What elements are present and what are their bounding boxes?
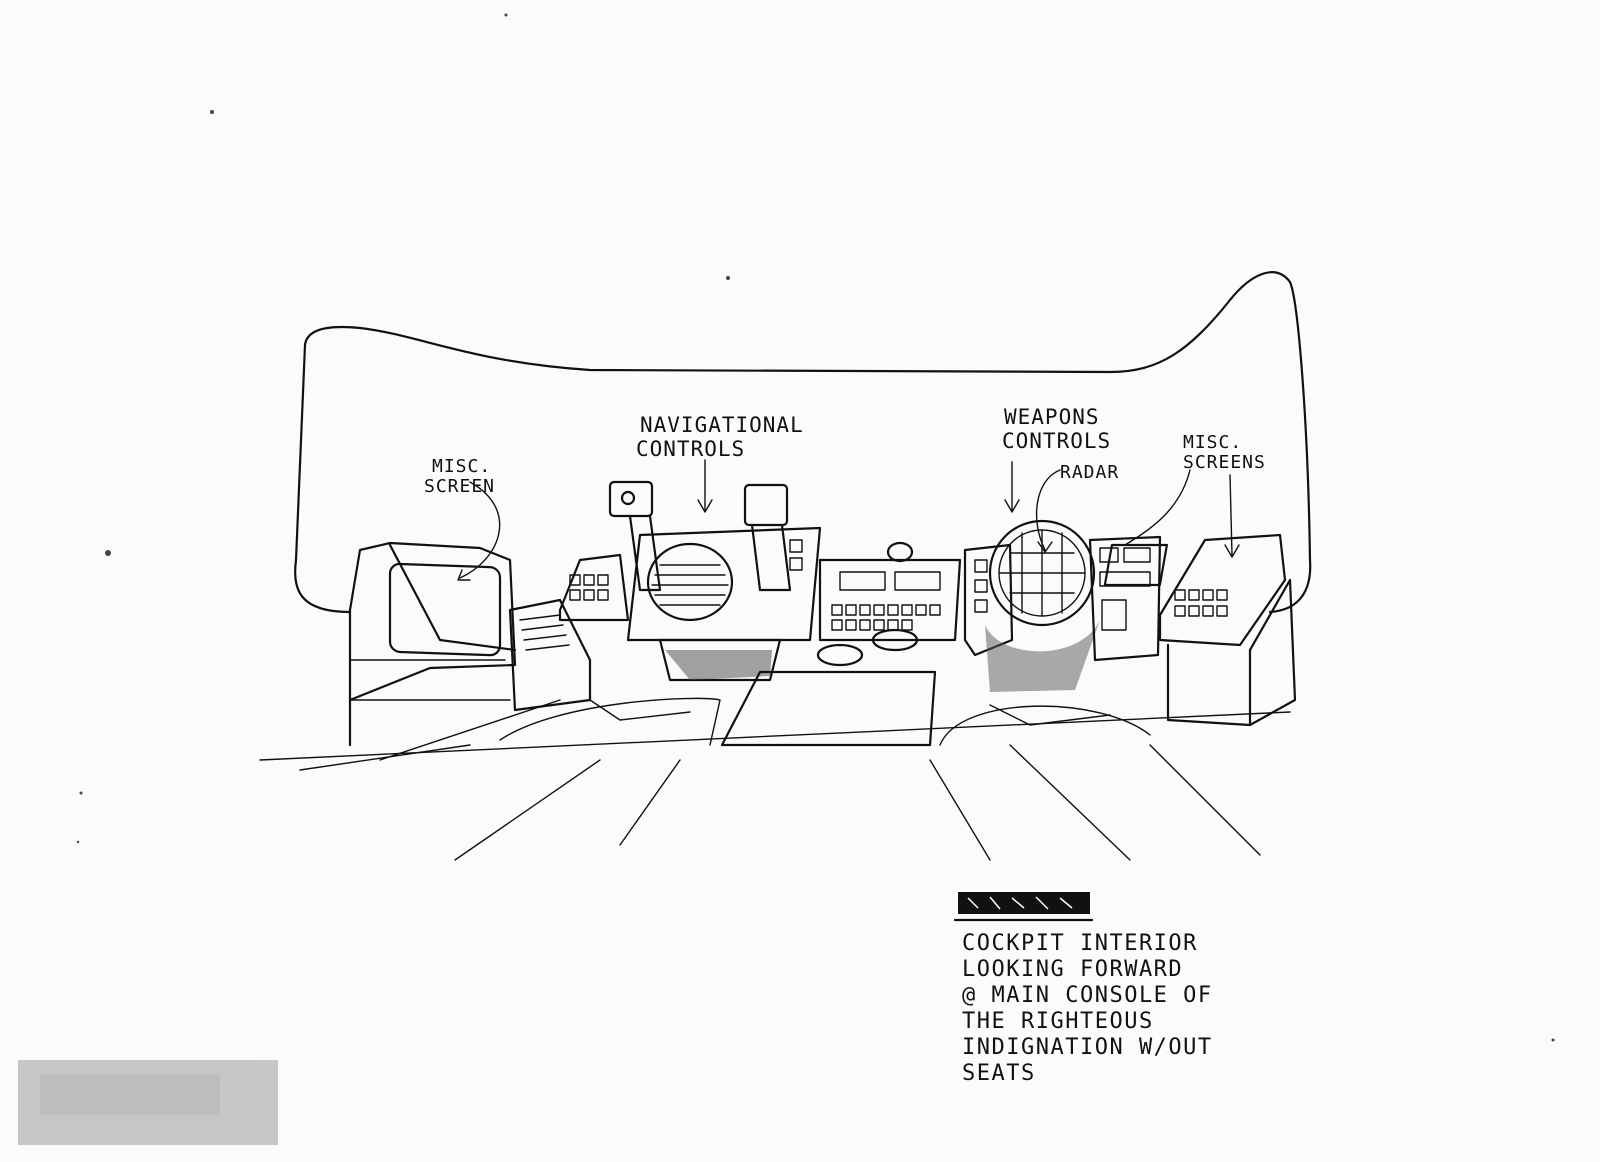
label-weapons-controls: WEAPONS CONTROLS — [1002, 405, 1111, 453]
redacted-title-block — [953, 892, 1094, 922]
label-navigational-controls: NAVIGATIONAL CONTROLS — [636, 413, 804, 461]
floor-lines — [259, 699, 1291, 861]
caption-line2: LOOKING FORWARD — [962, 957, 1183, 982]
navigational-controls-line1: NAVIGATIONAL — [640, 413, 804, 437]
left-console — [348, 541, 592, 747]
label-misc-screen-left: MISC. SCREEN — [424, 456, 495, 497]
misc-screens-right-line1: MISC. — [1183, 432, 1242, 453]
weapons-controls-line2: CONTROLS — [1002, 429, 1111, 453]
misc-screens-right-line2: SCREENS — [1183, 452, 1266, 473]
caption-line1: COCKPIT INTERIOR — [962, 931, 1198, 956]
label-misc-screens-right: MISC. SCREENS — [1183, 432, 1266, 473]
weapons-console — [963, 519, 1162, 692]
canopy-outline — [294, 271, 1312, 614]
floor-pads — [499, 697, 1151, 746]
caption-block: COCKPIT INTERIOR LOOKING FORWARD @ MAIN … — [962, 931, 1213, 1086]
center-console — [720, 541, 962, 747]
photocopy-smudge — [18, 1060, 278, 1145]
caption-line5: INDIGNATION W/OUT — [962, 1035, 1213, 1060]
paper-noise — [76, 13, 1555, 1042]
label-radar: RADAR — [1060, 462, 1119, 483]
annotation-arrows — [457, 459, 1240, 581]
radar-label: RADAR — [1060, 462, 1119, 483]
navigational-controls-line2: CONTROLS — [636, 437, 745, 461]
caption-line6: SEATS — [962, 1061, 1036, 1086]
right-console — [1103, 533, 1297, 727]
misc-screen-left-line2: SCREEN — [424, 476, 495, 497]
misc-screen-left-line1: MISC. — [432, 456, 491, 477]
caption-line3: @ MAIN CONSOLE OF — [962, 983, 1213, 1008]
navigational-console — [558, 480, 822, 682]
weapons-controls-line1: WEAPONS — [1004, 405, 1100, 429]
caption-line4: THE RIGHTEOUS — [962, 1009, 1154, 1034]
